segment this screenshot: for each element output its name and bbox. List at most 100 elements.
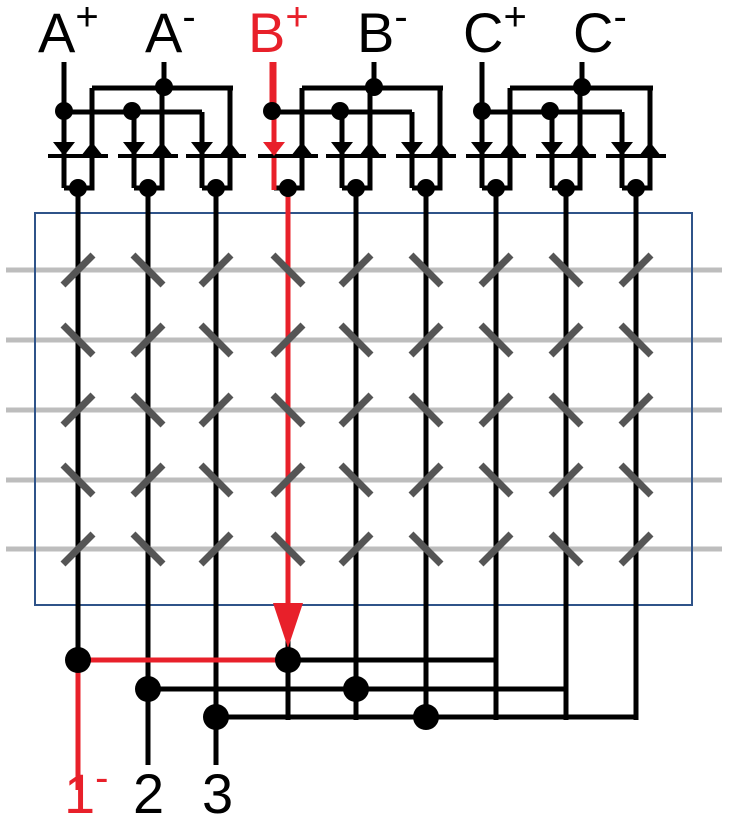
output-junction-2b: [343, 676, 369, 702]
mirror-backslash: [198, 322, 234, 358]
output-junction-1a: [65, 647, 91, 673]
mirror-slash: [60, 392, 96, 428]
mirror-slash: [60, 531, 96, 567]
mirror-slash: [130, 462, 166, 498]
column-top-junction: [627, 179, 645, 197]
mirror-slash: [478, 252, 514, 288]
mirror-slash: [618, 252, 654, 288]
crossbar-frame: [34, 212, 693, 606]
diode-leg-right: [202, 88, 233, 191]
mirror-backslash: [130, 531, 166, 567]
mirror-backslash: [478, 322, 514, 358]
diode-leg-right: [134, 88, 165, 191]
terminal-label-c-plus: C+: [463, 0, 527, 64]
column-top-junction: [487, 179, 505, 197]
plus-bus-tap-3: [541, 102, 559, 120]
mirror-backslash: [270, 531, 306, 567]
output-label-2: 2: [133, 762, 164, 825]
column-top-junction: [417, 179, 435, 197]
mirror-backslash: [198, 462, 234, 498]
mirror-backslash: [618, 322, 654, 358]
output-bus-1: [288, 188, 499, 663]
diode-up-icon: [219, 142, 241, 156]
diode-down-icon: [53, 142, 75, 156]
diode-leg-right: [412, 88, 443, 191]
diode-up-icon: [359, 142, 381, 156]
terminal-label-a-plus: A+: [38, 0, 99, 64]
diode-down-icon: [401, 142, 423, 156]
mirror-slash: [270, 322, 306, 358]
output-label-3: 3: [202, 762, 233, 825]
mirror-slash: [338, 252, 374, 288]
column-top-junction: [557, 179, 575, 197]
terminal-label-b-minus: B-: [357, 0, 408, 64]
mirror-backslash: [338, 462, 374, 498]
diode-up-icon: [291, 142, 313, 156]
mirror-slash: [618, 531, 654, 567]
mirror-slash: [408, 462, 444, 498]
diode-up-icon: [429, 142, 451, 156]
mirror-slash: [338, 531, 374, 567]
diode-up-icon: [499, 142, 521, 156]
mirror-slash: [548, 462, 584, 498]
column-top-junction: [207, 179, 225, 197]
mirror-backslash: [548, 392, 584, 428]
mirror-slash: [198, 392, 234, 428]
diode-leg-right: [552, 88, 583, 191]
minus-bus-junction-3: [573, 78, 591, 96]
mirror-slash: [270, 462, 306, 498]
mirror-backslash: [130, 252, 166, 288]
terminal-label-a-minus: A-: [145, 0, 196, 64]
mirror-backslash: [408, 252, 444, 288]
column-top-junction: [69, 179, 87, 197]
diode-leg-right: [622, 88, 653, 191]
diode-leg-right: [342, 88, 373, 191]
junction-dots: [55, 78, 645, 730]
column-top-junction: [139, 179, 157, 197]
diode-down-icon: [611, 142, 633, 156]
diode-down-icon: [331, 142, 353, 156]
diode-down-icon: [541, 142, 563, 156]
diode-down-icon: [123, 142, 145, 156]
diode-leg-right: [274, 88, 305, 191]
mirror-backslash: [338, 322, 374, 358]
output-junction-1b: [275, 647, 301, 673]
diode-up-icon: [81, 142, 103, 156]
highlight-arrow-icon: [273, 603, 303, 648]
mirror-slash: [478, 392, 514, 428]
minus-bus-junction-2: [365, 78, 383, 96]
mirror-backslash: [270, 392, 306, 428]
mirror-backslash: [548, 531, 584, 567]
mirror-slash: [478, 531, 514, 567]
mirror-slash: [408, 322, 444, 358]
terminal-label-c-minus: C-: [573, 0, 627, 64]
mirror-backslash: [270, 252, 306, 288]
mirror-slash: [618, 392, 654, 428]
plus-bus-tap-1: [123, 102, 141, 120]
diode-up-icon: [569, 142, 591, 156]
plus-bus-junction-3: [473, 102, 491, 120]
mirror-slash: [130, 322, 166, 358]
diode-down-icon: [471, 142, 493, 156]
mirror-backslash: [548, 252, 584, 288]
output-label-1: 1-: [64, 756, 108, 825]
diode-up-icon: [639, 142, 661, 156]
terminal-label-b-plus: B+: [248, 0, 309, 64]
diode-down-icon: [191, 142, 213, 156]
column-top-junction: [279, 179, 297, 197]
mirror-slash: [60, 252, 96, 288]
mirror-slash: [198, 531, 234, 567]
diode-leg-right: [64, 88, 95, 191]
plus-bus-junction-1: [55, 102, 73, 120]
horizontal-grid-lines: [6, 267, 722, 552]
mirror-backslash: [408, 392, 444, 428]
mirror-slash: [338, 392, 374, 428]
mirror-slash: [548, 322, 584, 358]
mirror-backslash: [478, 462, 514, 498]
diode-down-icon: [263, 142, 285, 156]
mirror-backslash: [618, 462, 654, 498]
mirror-backslash: [408, 531, 444, 567]
diode-leg-right: [482, 88, 513, 191]
diode-up-icon: [151, 142, 173, 156]
output-bus-2: [148, 188, 569, 692]
